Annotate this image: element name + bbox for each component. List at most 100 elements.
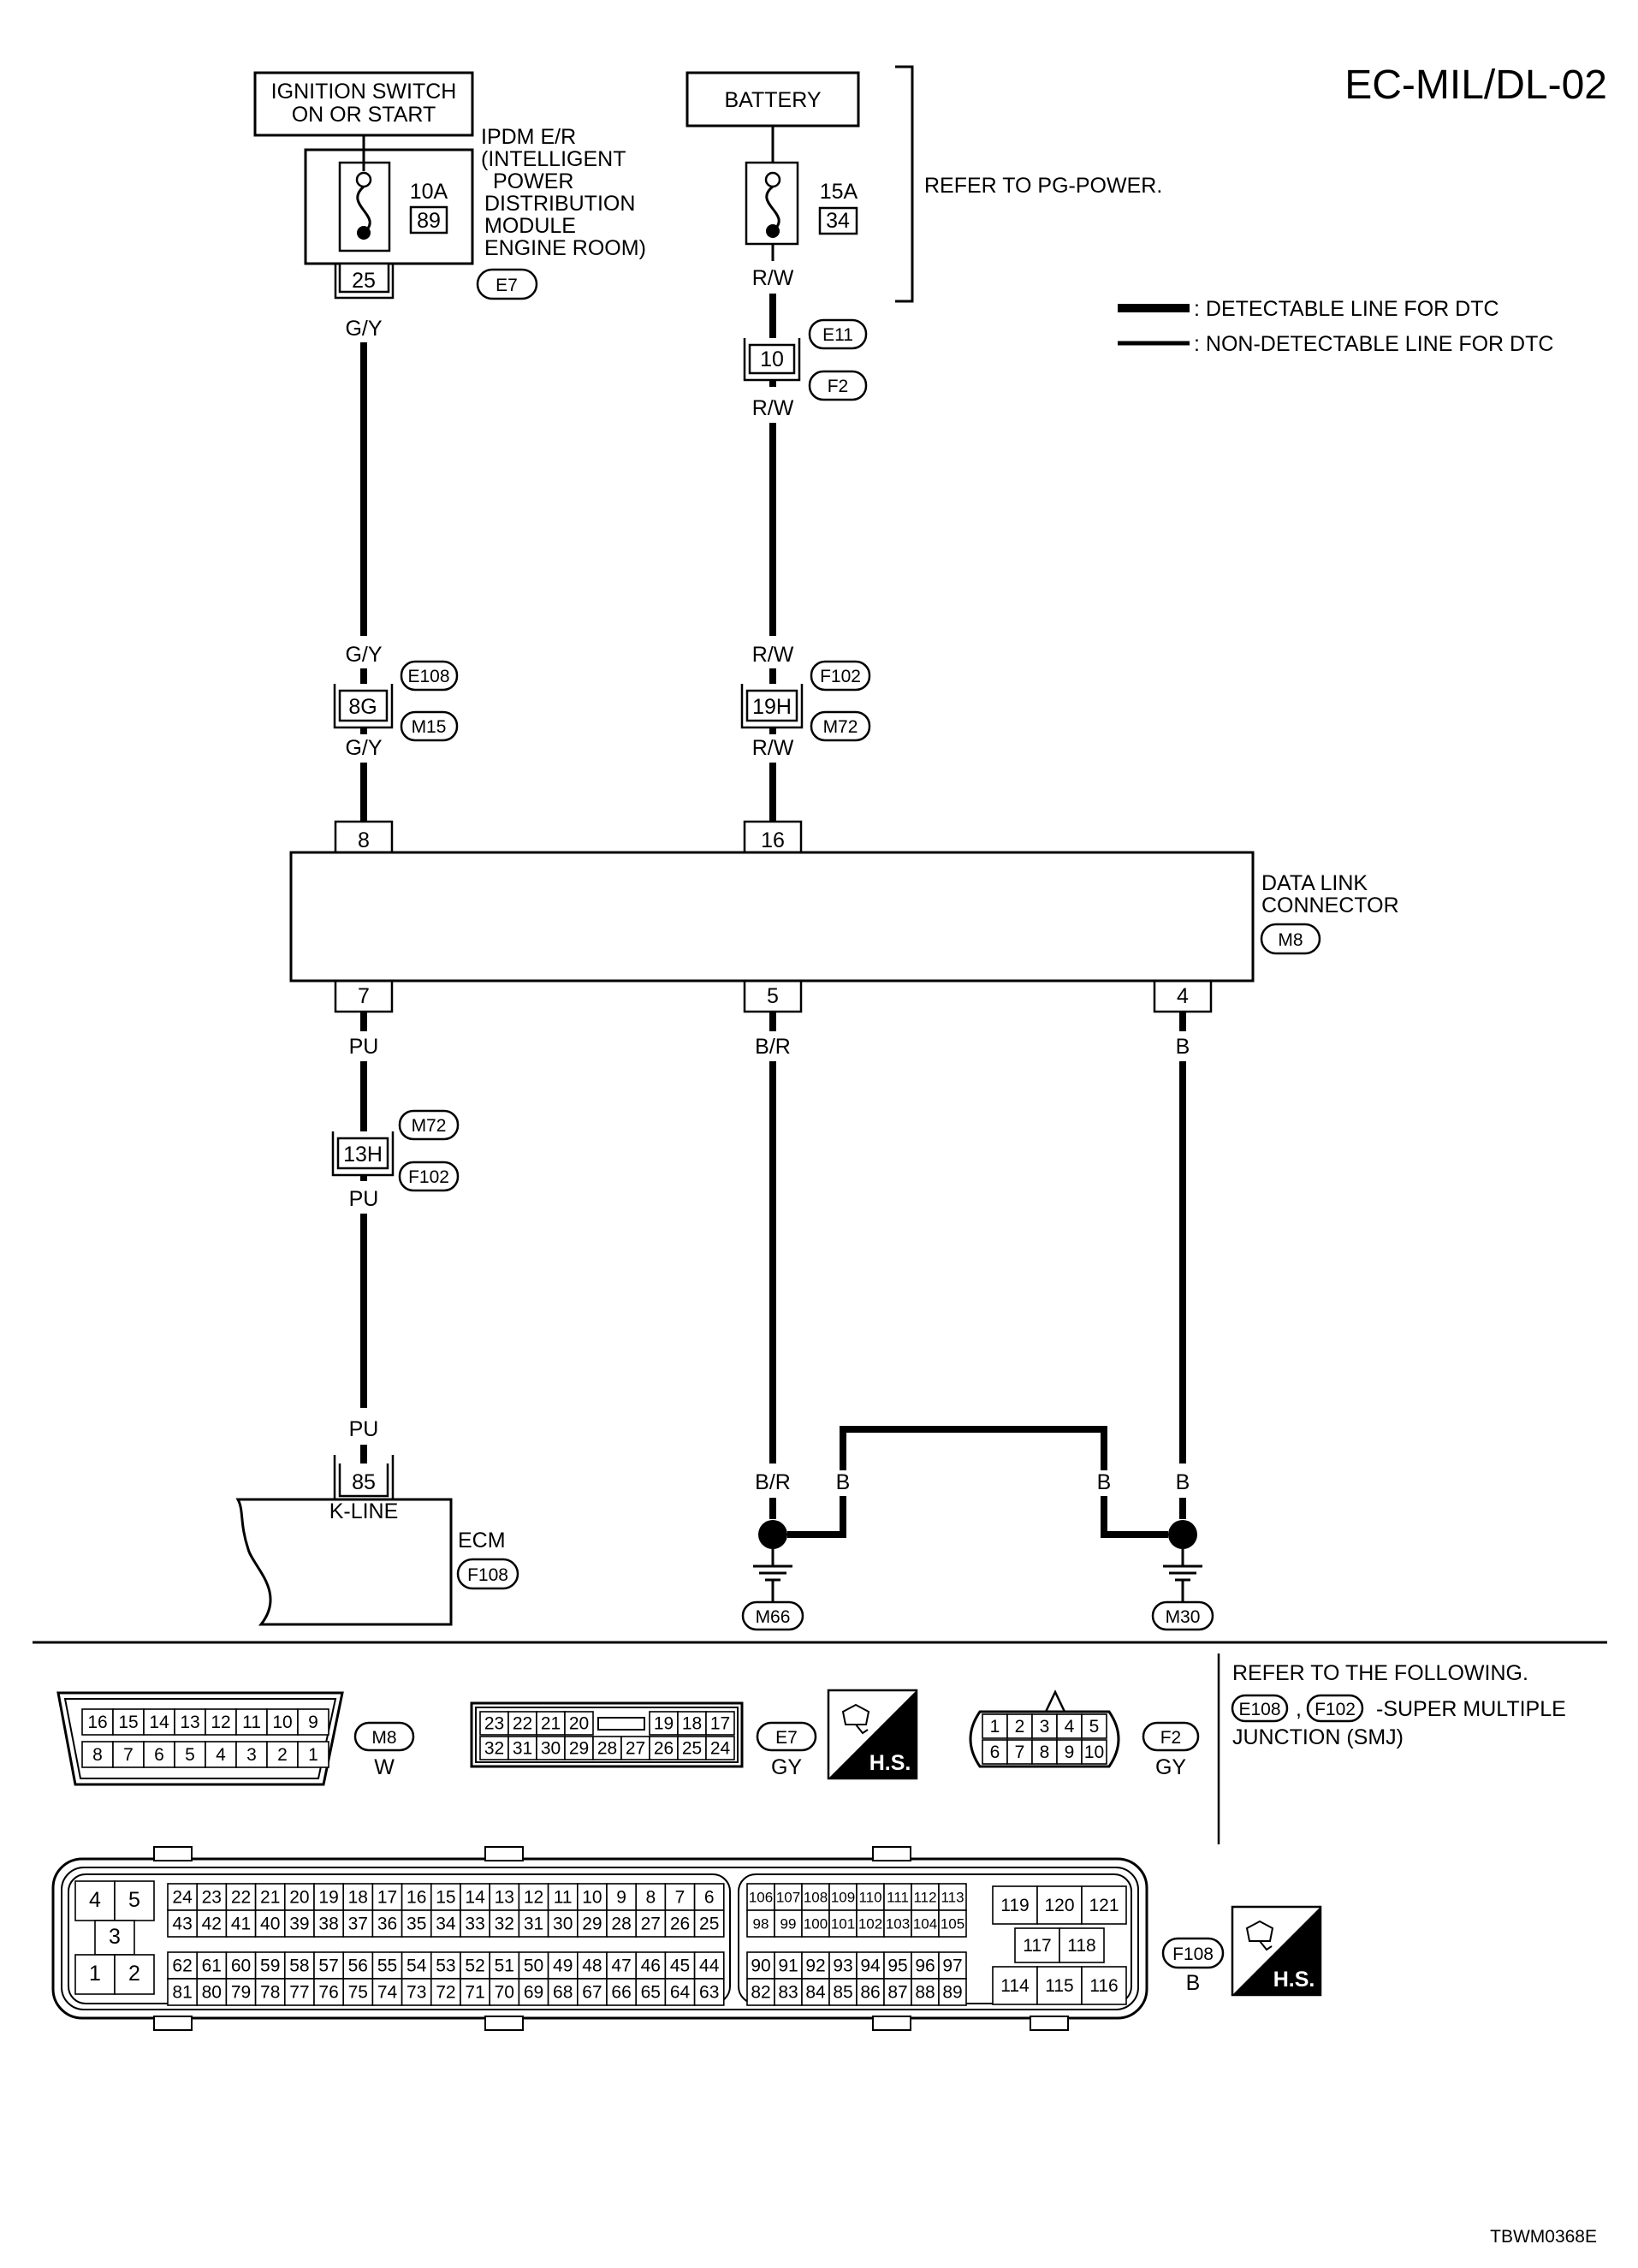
- ground-tag-m30: M30: [1151, 1600, 1214, 1631]
- e7-color: GY: [771, 1755, 802, 1779]
- pin-number: 7: [123, 1745, 134, 1765]
- refer-bracket: [895, 65, 914, 303]
- pin-number: 82: [751, 1983, 770, 2003]
- dlc-body: [289, 851, 1255, 983]
- pin-number: 22: [513, 1714, 532, 1734]
- pin-number: 10: [1084, 1743, 1104, 1762]
- pin-number: 106: [749, 1890, 773, 1906]
- pin-number: 115: [1045, 1976, 1073, 1996]
- pin-cell: [254, 1883, 286, 1911]
- pin-number: 30: [541, 1739, 561, 1759]
- pin-number: 110: [858, 1890, 881, 1906]
- pin-number: 31: [513, 1739, 532, 1759]
- pin-number: 37: [348, 1915, 368, 1934]
- pin-cell: [705, 1711, 735, 1736]
- pin-cell: [1036, 1885, 1083, 1925]
- pin-cell: [114, 1880, 155, 1921]
- pin-cell: [371, 1978, 403, 2006]
- ipdm-label-4: DISTRIBUTION: [484, 192, 635, 216]
- refer-smj-1: -SUPER MULTIPLE: [1376, 1697, 1566, 1721]
- pin-cell: [774, 1909, 803, 1938]
- diagram-title: EC-MIL/DL-02: [1344, 62, 1607, 108]
- pin-number: 27: [641, 1915, 661, 1934]
- pin-number: 121: [1089, 1896, 1119, 1915]
- pin-cell: [81, 1708, 114, 1736]
- ecm-pin-name: K-LINE: [329, 1499, 399, 1523]
- pin-number: 97: [942, 1956, 962, 1976]
- pin-cell: [313, 1909, 345, 1938]
- ignition-switch-label: IGNITION SWITCH: [271, 80, 457, 104]
- pin-number: 9: [308, 1713, 318, 1732]
- pin-cell: [283, 1909, 315, 1938]
- svg-text:M72: M72: [412, 1116, 447, 1136]
- dlc-label-1: DATA LINK: [1261, 871, 1368, 895]
- pin-number: 55: [377, 1956, 397, 1976]
- pin-number: 26: [670, 1915, 690, 1934]
- pin-cell: [828, 1978, 858, 2006]
- svg-text:H.S.: H.S.: [869, 1751, 911, 1775]
- pin-number: 23: [484, 1714, 504, 1734]
- pin-number: 18: [682, 1714, 702, 1734]
- m8-color: W: [374, 1755, 395, 1779]
- pin-number: 4: [1065, 1717, 1075, 1737]
- pin-number: 12: [211, 1713, 230, 1732]
- svg-text:M15: M15: [412, 717, 447, 737]
- pin-cell: [401, 1883, 432, 1911]
- ecm-label: ECM: [458, 1529, 506, 1553]
- dlc-pin-4: 4: [1177, 984, 1189, 1008]
- wire-color-gy-3: G/Y: [345, 736, 382, 760]
- pin-number: 111: [887, 1890, 909, 1906]
- refer-pg-power: REFER TO PG-POWER.: [924, 174, 1162, 198]
- pin-cell: [664, 1909, 696, 1938]
- pin-number: 8: [645, 1888, 656, 1908]
- pin-number: 73: [407, 1983, 426, 2003]
- connector-tag-m8: M8: [1260, 923, 1321, 955]
- pin-cell: [1036, 1966, 1083, 2005]
- pin-cell: [401, 1909, 432, 1938]
- wire-color-rw-1: R/W: [752, 266, 794, 290]
- pin-number: 27: [626, 1739, 645, 1759]
- pin-cell: [774, 1951, 803, 1980]
- pin-cell: [883, 1883, 912, 1911]
- ipdm-label-1: IPDM E/R: [481, 125, 576, 149]
- dlc-pin-5: 5: [767, 984, 779, 1008]
- pin-number: 93: [833, 1956, 852, 1976]
- pin-number: 22: [231, 1888, 251, 1908]
- ground-icon-m30: [1163, 1549, 1202, 1602]
- pin-number: 80: [202, 1983, 222, 2003]
- pin-cell: [1081, 1885, 1127, 1925]
- pin-number: 8: [1040, 1743, 1050, 1762]
- svg-text:M8: M8: [1278, 930, 1303, 950]
- pin-number: 61: [202, 1956, 222, 1976]
- svg-text:F108: F108: [1172, 1944, 1214, 1964]
- svg-text:25: 25: [352, 269, 376, 293]
- pin-number: 52: [465, 1956, 484, 1976]
- pin-number: 42: [202, 1915, 222, 1934]
- pin-cell: [938, 1883, 967, 1911]
- pin-number: 15: [436, 1888, 455, 1908]
- pin-cell: [114, 1954, 155, 1995]
- pin-cell: [801, 1883, 830, 1911]
- ground-tag-m66: M66: [741, 1600, 804, 1631]
- pin-cell: [677, 1736, 707, 1760]
- pin-cell: [1081, 1713, 1107, 1739]
- pin-number: 32: [495, 1915, 514, 1934]
- pin-number: 36: [377, 1915, 397, 1934]
- dlc-pin-7: 7: [358, 984, 370, 1008]
- dlc-pin-16: 16: [761, 828, 785, 852]
- pin-cell: [401, 1951, 432, 1980]
- svg-text:10: 10: [760, 347, 784, 371]
- svg-text:M72: M72: [823, 717, 858, 737]
- pin-number: 66: [611, 1983, 631, 2003]
- pin-number: 89: [942, 1983, 962, 2003]
- refer-f102: F102: [1315, 1700, 1356, 1719]
- pin-cell: [606, 1951, 638, 1980]
- pin-number: 87: [887, 1983, 907, 2003]
- svg-text:E11: E11: [822, 325, 853, 345]
- svg-text:8G: 8G: [348, 695, 377, 719]
- inline-connector-10: 10: [743, 338, 801, 382]
